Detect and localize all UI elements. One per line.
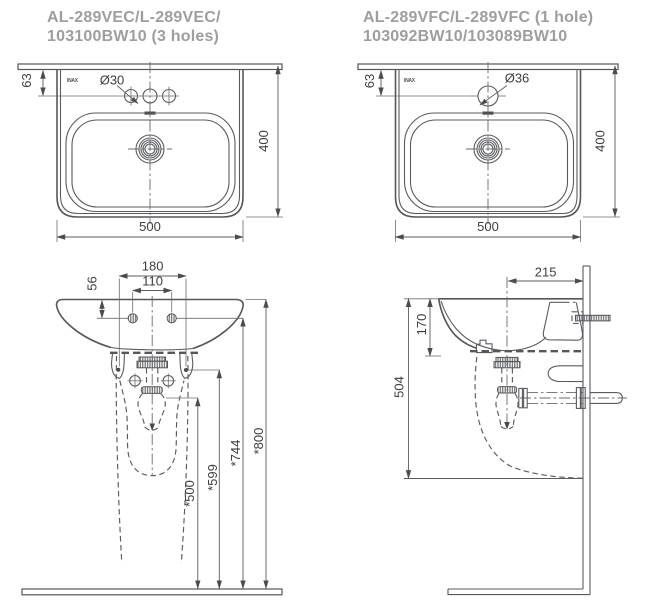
bracket-tab-right bbox=[179, 353, 194, 380]
dim-side-215: 215 bbox=[535, 265, 557, 280]
dim-plan-right-hole-dia: Ø36 bbox=[505, 71, 530, 86]
basin-rim-outer bbox=[65, 112, 236, 213]
dim-plan-left-400: 400 bbox=[256, 130, 271, 152]
plan-view-1hole: INAX Ø36 63 400 500 bbox=[357, 62, 620, 242]
bracket-hole-right bbox=[184, 368, 188, 372]
drain-plan bbox=[466, 134, 510, 164]
faucet-hole-1 bbox=[470, 85, 506, 107]
overflow-mark bbox=[144, 111, 156, 115]
product-title-left-line1: AL-289VEC/L-289VEC/ bbox=[47, 9, 221, 26]
faucet-holes-3 bbox=[122, 86, 179, 106]
front-ledge bbox=[475, 339, 493, 354]
fixing-bolt-left bbox=[127, 313, 138, 324]
waste-pipe bbox=[518, 387, 627, 409]
dim-front-744: *744 bbox=[228, 440, 243, 467]
centerline-arrow bbox=[149, 423, 155, 431]
product-title-right: AL-289VFC/L-289VFC (1 hole) 103092BW10/10… bbox=[363, 8, 593, 46]
sink-outline-outer bbox=[56, 69, 244, 218]
product-title-left-line2: 103100BW10 (3 holes) bbox=[47, 28, 220, 45]
dim-plan-left-500: 500 bbox=[139, 219, 161, 234]
drain-plan bbox=[128, 134, 172, 164]
bracket-slot bbox=[547, 365, 584, 383]
dim-side-504: 504 bbox=[392, 376, 407, 398]
basin-rim-outer bbox=[403, 112, 575, 213]
sink-side-left bbox=[55, 304, 112, 349]
product-title-right-line2: 103092BW10/103089BW10 bbox=[363, 28, 568, 45]
dim-plan-left-63: 63 bbox=[19, 73, 34, 87]
fixing-bolt-right bbox=[166, 313, 177, 324]
pedestal-left-dashed bbox=[115, 355, 123, 564]
sink-outline-inner bbox=[398, 69, 578, 215]
plan-view-3holes: INAX Ø30 63 bbox=[17, 62, 283, 242]
floor-line bbox=[447, 588, 591, 596]
sink-rim bbox=[55, 298, 245, 306]
dim-plan-right-500: 500 bbox=[477, 219, 499, 234]
sink-side-right bbox=[192, 305, 244, 350]
dim-front-800: *800 bbox=[251, 428, 266, 455]
bracket-hole-left bbox=[116, 367, 121, 372]
hole-dia-leader bbox=[116, 85, 139, 104]
dim-side-170: 170 bbox=[414, 314, 429, 336]
dim-plan-left-hole-dia: Ø30 bbox=[100, 73, 125, 88]
hole-dia-leader bbox=[479, 85, 508, 106]
bracket-tab-left bbox=[110, 353, 126, 380]
product-title-right-line1: AL-289VFC/L-289VFC (1 hole) bbox=[363, 9, 594, 26]
bolt-bracket-dashed bbox=[571, 311, 584, 324]
basin-rim-inner bbox=[71, 119, 230, 208]
overflow-mark bbox=[482, 111, 494, 115]
brand-logo: INAX bbox=[404, 78, 416, 84]
side-view: 215 504 170 bbox=[392, 265, 627, 596]
dim-front-56: 56 bbox=[85, 276, 100, 290]
dim-plan-right-63: 63 bbox=[362, 74, 377, 88]
brand-logo: INAX bbox=[67, 78, 79, 84]
dim-front-180: 180 bbox=[142, 259, 164, 274]
sink-outline-outer bbox=[394, 69, 582, 218]
basin-rim-inner bbox=[409, 119, 569, 208]
pedestal-right-dashed bbox=[180, 355, 189, 564]
bowl-profile bbox=[440, 300, 547, 352]
pedestal-profile-dashed bbox=[474, 356, 584, 479]
sink-front-profile bbox=[437, 298, 477, 350]
dim-front-110: 110 bbox=[142, 274, 163, 289]
product-title-left: AL-289VEC/L-289VEC/103100BW10 (3 holes) bbox=[47, 8, 221, 46]
front-view: 180 110 56 *500 *599 *744 *800 bbox=[21, 259, 283, 596]
floor-line bbox=[21, 588, 283, 596]
overflow-housing bbox=[542, 302, 584, 341]
dim-front-599: *599 bbox=[205, 464, 220, 491]
wall-fixing-bolt bbox=[575, 314, 611, 322]
centerline-arrow bbox=[504, 422, 510, 430]
dim-plan-right-400: 400 bbox=[593, 130, 608, 152]
dim-front-500: *500 bbox=[182, 480, 197, 507]
